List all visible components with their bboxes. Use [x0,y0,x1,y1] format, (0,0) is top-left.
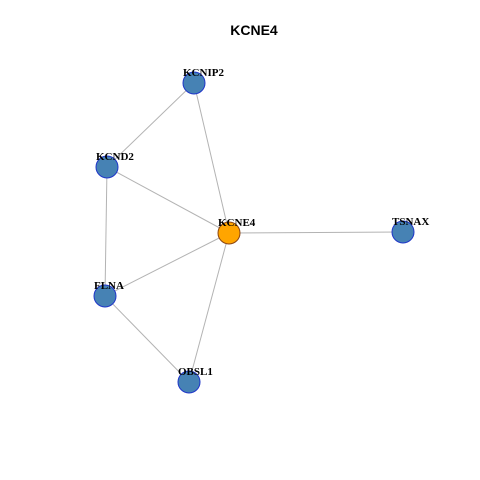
edge-kcnip2-kcnd2 [106,82,195,168]
edge-kcnip2-kcne4 [193,82,230,234]
edges-layer [104,82,404,383]
node-obsl1 [177,370,201,394]
diagram-title: KCNE4 [230,22,278,38]
edge-kcnd2-kcne4 [106,166,230,234]
edge-kcne4-flna [104,232,230,297]
node-flna [93,284,117,308]
node-label-kcnd2: KCND2 [96,151,134,163]
node-label-kcne4: KCNE4 [218,217,256,229]
node-tsnax [391,220,415,244]
node-label-kcnip2: KCNIP2 [183,67,224,79]
nodes-layer [93,71,415,394]
edge-kcne4-obsl1 [188,232,230,383]
node-kcne4 [217,221,241,245]
edge-kcne4-tsnax [228,231,404,234]
edge-flna-obsl1 [104,295,190,383]
node-label-tsnax: TSNAX [392,216,429,228]
node-kcnip2 [182,71,206,95]
node-label-obsl1: OBSL1 [178,366,213,378]
node-kcnd2 [95,155,119,179]
edge-kcnd2-flna [104,166,108,297]
node-label-flna: FLNA [94,280,124,292]
